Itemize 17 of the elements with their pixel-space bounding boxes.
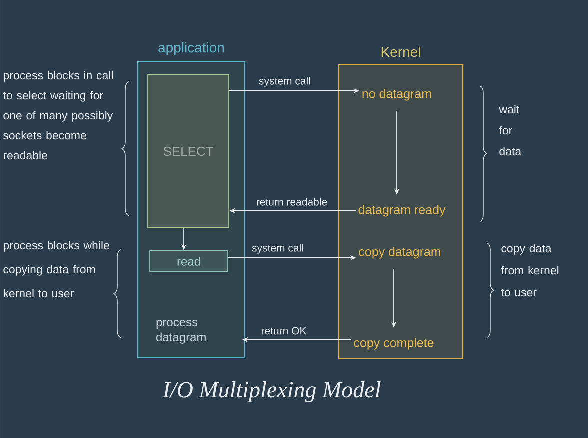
edge-label: system call <box>258 76 312 88</box>
node-label: Kernel <box>382 46 420 58</box>
title: I/O Multiplexing Model <box>162 382 381 402</box>
annotation-text: process blocks in call to select waiting for one of many possibly sockets become readable <box>3 71 114 160</box>
edge-label: system call <box>251 243 305 255</box>
process-box: read <box>150 250 228 272</box>
step-text: process datagram <box>156 320 206 344</box>
annotation-text: copy data from kernel to user <box>501 244 559 297</box>
step-text: no datagram <box>362 89 432 101</box>
annotation-text: process blocks while copying data from kernel to user <box>4 241 110 298</box>
step-text: datagram ready <box>358 205 446 217</box>
node-label: application <box>158 42 224 56</box>
edge-label: return readable <box>255 197 329 207</box>
process-box: SELECT <box>148 74 230 228</box>
step-text: copy datagram <box>359 247 440 259</box>
step-text: copy complete <box>354 338 434 350</box>
annotation-text: wait for data <box>499 105 522 156</box>
